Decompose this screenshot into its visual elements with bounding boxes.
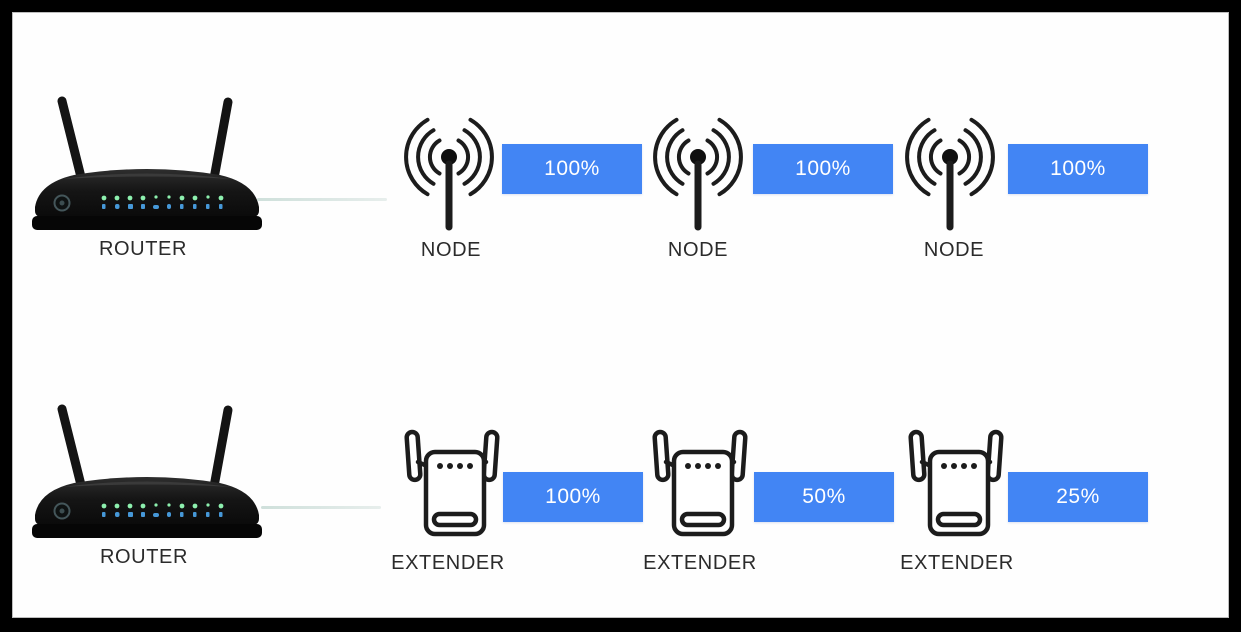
signal-value: 50% bbox=[802, 485, 846, 508]
signal-bar: 50% bbox=[754, 472, 894, 522]
extender-label: EXTENDER bbox=[643, 552, 757, 574]
signal-value: 100% bbox=[1050, 157, 1106, 180]
signal-bar: 100% bbox=[753, 144, 893, 194]
wifi-extender-icon bbox=[402, 428, 502, 538]
router-illustration bbox=[32, 403, 262, 548]
signal-bar: 100% bbox=[1008, 144, 1148, 194]
router-illustration bbox=[32, 95, 262, 240]
signal-bar: 100% bbox=[503, 472, 643, 522]
wifi-extender-icon bbox=[906, 428, 1006, 538]
wifi-node-icon bbox=[389, 117, 509, 235]
wifi-node-icon bbox=[638, 117, 758, 235]
wifi-node-icon bbox=[890, 117, 1010, 235]
router-label: ROUTER bbox=[99, 546, 189, 568]
extender-label: EXTENDER bbox=[900, 552, 1014, 574]
node-label: NODE bbox=[420, 239, 482, 261]
router-connection-line bbox=[261, 506, 381, 509]
signal-value: 100% bbox=[544, 157, 600, 180]
signal-bar: 25% bbox=[1008, 472, 1148, 522]
node-label: NODE bbox=[923, 239, 985, 261]
node-label: NODE bbox=[667, 239, 729, 261]
signal-value: 100% bbox=[795, 157, 851, 180]
router-connection-line bbox=[257, 198, 387, 201]
signal-value: 25% bbox=[1056, 485, 1100, 508]
signal-value: 100% bbox=[545, 485, 601, 508]
wifi-extender-icon bbox=[650, 428, 750, 538]
router-label: ROUTER bbox=[98, 238, 188, 260]
extender-label: EXTENDER bbox=[391, 552, 505, 574]
signal-bar: 100% bbox=[502, 144, 642, 194]
